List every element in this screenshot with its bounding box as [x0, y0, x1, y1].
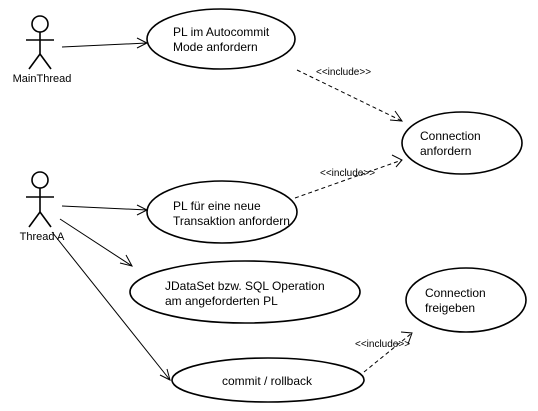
association-main-to-autocommit	[61, 37, 149, 49]
include-label: <<include>>	[316, 67, 371, 78]
svg-text:Transaktion anfordern: Transaktion anfordern	[173, 214, 290, 228]
use-case-connection-request[interactable]: Connection anfordern	[401, 111, 523, 175]
use-case-jdataset[interactable]: JDataSet bzw. SQL Operation am angeforde…	[129, 260, 361, 324]
use-case-new-transaction-line-1: PL für eine neue	[173, 199, 261, 213]
actor-thread-a-label: Thread A	[20, 231, 65, 243]
include-commit-to-connection-release: <<include>>	[355, 331, 413, 373]
use-case-connection-release-line-1: Connection	[425, 286, 486, 300]
svg-text:PL für eine neue: PL für eine neue	[173, 199, 261, 213]
actor-thread-a[interactable]: Thread A	[20, 171, 65, 243]
use-case-jdataset-line-2: am angeforderten PL	[165, 294, 278, 308]
use-case-jdataset-line-1: JDataSet bzw. SQL Operation	[165, 279, 325, 293]
svg-text:am angeforderten PL: am angeforderten PL	[165, 294, 278, 308]
svg-text:Mode anfordern: Mode anfordern	[173, 40, 258, 54]
svg-text:commit / rollback: commit / rollback	[222, 374, 313, 388]
association-threada-to-new-transaction	[61, 204, 149, 216]
include-autocommit-to-connection: <<include>>	[296, 67, 404, 122]
association-threada-to-commit	[51, 231, 171, 381]
use-case-autocommit-line-2: Mode anfordern	[173, 40, 258, 54]
use-case-new-transaction-line-2: Transaktion anfordern	[173, 214, 290, 228]
use-case-connection-release[interactable]: Connection freigeben	[405, 267, 527, 333]
svg-text:freigeben: freigeben	[425, 301, 475, 315]
use-case-commit-rollback-label: commit / rollback	[222, 374, 313, 388]
actor-head-icon	[31, 171, 49, 189]
use-case-commit-rollback[interactable]: commit / rollback	[171, 357, 365, 403]
use-case-connection-request-line-2: anfordern	[420, 144, 471, 158]
use-case-connection-release-line-2: freigeben	[425, 301, 475, 315]
svg-text:PL im Autocommit: PL im Autocommit	[173, 25, 270, 39]
use-case-new-transaction[interactable]: PL für eine neue Transaktion anfordern	[146, 180, 298, 244]
svg-text:Connection: Connection	[425, 286, 486, 300]
svg-text:JDataSet bzw. SQL Operation: JDataSet bzw. SQL Operation	[165, 279, 325, 293]
include-label: <<include>>	[355, 339, 410, 350]
svg-text:anfordern: anfordern	[420, 144, 471, 158]
actor-main-thread-label: MainThread	[13, 73, 72, 85]
actor-main-thread[interactable]: MainThread	[13, 15, 72, 85]
use-case-autocommit-line-1: PL im Autocommit	[173, 25, 270, 39]
actor-head-icon	[31, 15, 49, 33]
use-case-autocommit[interactable]: PL im Autocommit Mode anfordern	[146, 8, 296, 70]
include-label: <<include>>	[320, 168, 375, 179]
svg-text:Connection: Connection	[420, 129, 481, 143]
use-case-connection-request-line-1: Connection	[420, 129, 481, 143]
include-new-transaction-to-connection: <<include>>	[294, 154, 403, 199]
association-threada-to-jdataset	[59, 218, 133, 267]
